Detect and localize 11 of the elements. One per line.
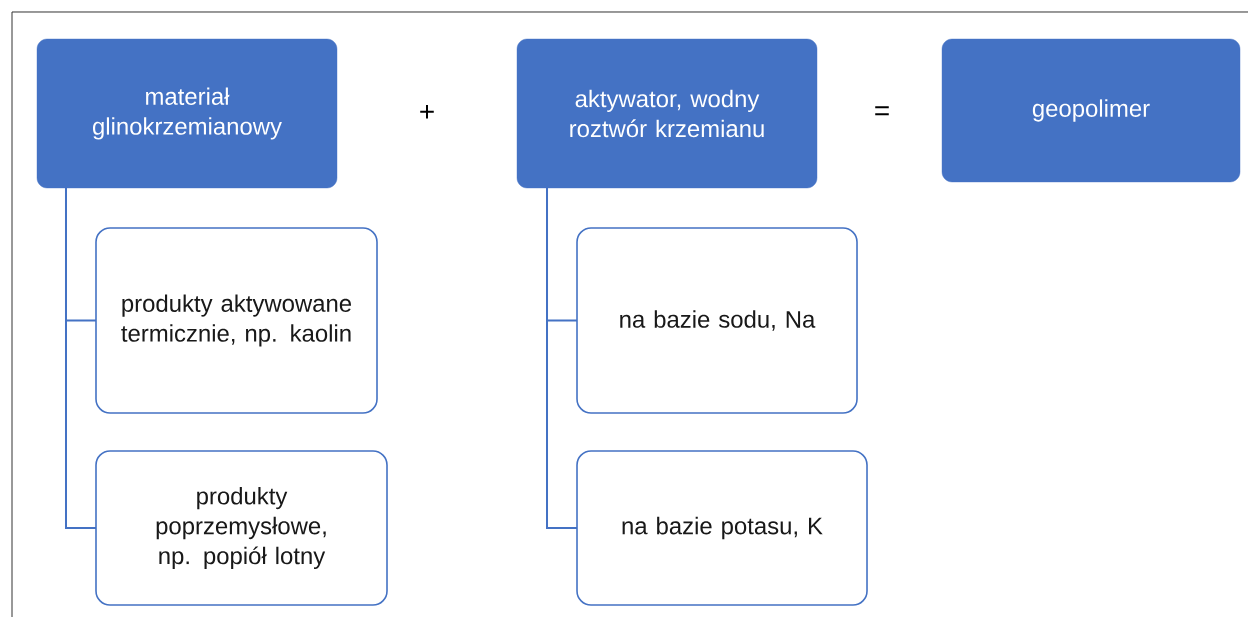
item-box: produkty aktywowane termicznie, np. kaolin <box>95 227 378 414</box>
item-box: na bazie potasu, K <box>576 450 868 606</box>
operator-sign: + <box>420 104 434 119</box>
category-box: materiał glinokrzemianowy <box>36 38 338 189</box>
item-box: produkty poprzemysłowe, np. popiół lotny <box>95 450 388 606</box>
connector-line <box>65 187 97 529</box>
operator-sign: = <box>875 106 889 116</box>
category-box: aktywator, wodny roztwór krzemianu <box>516 38 818 189</box>
category-box: geopolimer <box>941 38 1241 183</box>
item-box: na bazie sodu, Na <box>576 227 858 414</box>
connector-line <box>546 187 578 529</box>
